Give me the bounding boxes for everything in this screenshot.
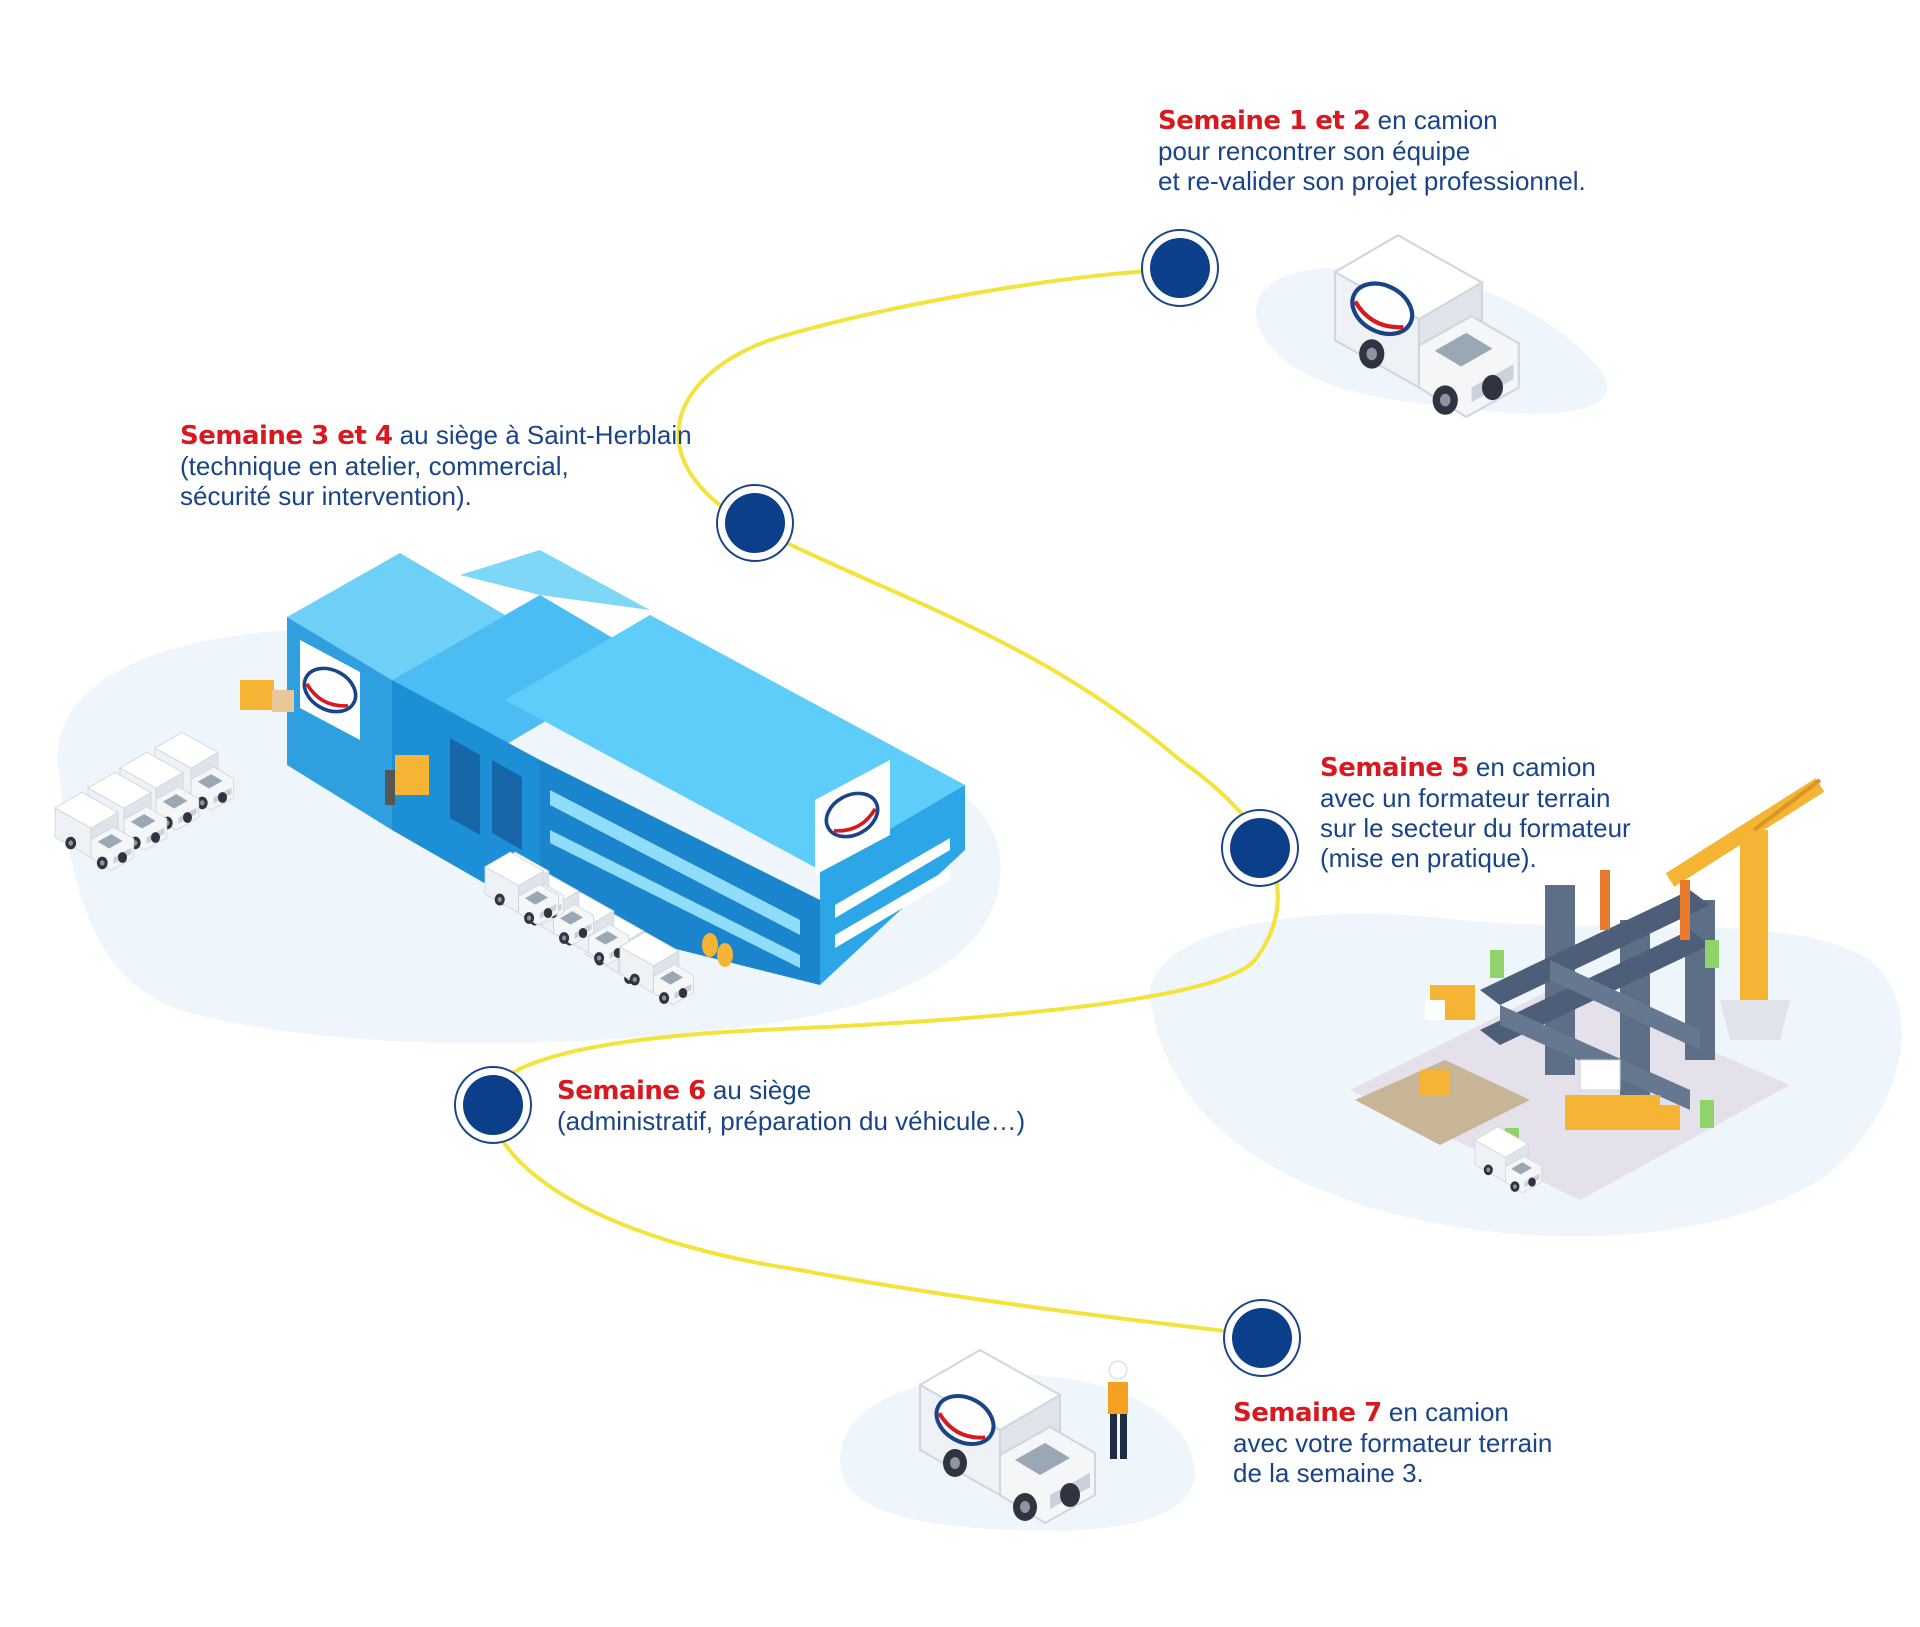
step-detail-line: avec un formateur terrain bbox=[1320, 783, 1611, 813]
step-marker-week-5 bbox=[1221, 809, 1299, 887]
step-title: Semaine 6 bbox=[557, 1076, 706, 1106]
step-subtitle: en camion bbox=[1381, 1397, 1509, 1427]
step-marker-week-6 bbox=[454, 1066, 532, 1144]
step-detail-line: (administratif, préparation du véhicule…… bbox=[557, 1106, 1026, 1136]
step-detail-line: et re-valider son projet professionnel. bbox=[1158, 166, 1586, 196]
step-detail-line: de la semaine 3. bbox=[1233, 1458, 1424, 1488]
step-title: Semaine 5 bbox=[1320, 753, 1469, 783]
truck-fleet-front bbox=[484, 851, 733, 1006]
step-marker-week-3-4 bbox=[716, 484, 794, 562]
step-detail-line: (technique en atelier, commercial, bbox=[180, 451, 569, 481]
forklift-icon bbox=[240, 680, 429, 805]
step-marker-week-1-2 bbox=[1141, 229, 1219, 307]
step-subtitle: en camion bbox=[1370, 105, 1498, 135]
step-label-week-5: Semaine 5 en camion avec un formateur te… bbox=[1320, 752, 1631, 873]
step-subtitle: au siège bbox=[705, 1075, 812, 1105]
step-detail-line: sur le secteur du formateur bbox=[1320, 813, 1631, 843]
step-marker-week-7 bbox=[1223, 1299, 1301, 1377]
step-title: Semaine 7 bbox=[1233, 1398, 1382, 1428]
route-line bbox=[487, 268, 1280, 1337]
step-detail-line: avec votre formateur terrain bbox=[1233, 1428, 1553, 1458]
step-detail-line: (mise en pratique). bbox=[1320, 843, 1537, 873]
step-detail-line: pour rencontrer son équipe bbox=[1158, 136, 1471, 166]
step-title: Semaine 1 et 2 bbox=[1158, 106, 1371, 136]
step-detail-line: sécurité sur intervention). bbox=[180, 481, 472, 511]
step-subtitle: en camion bbox=[1468, 752, 1596, 782]
step-label-week-3-4: Semaine 3 et 4 au siège à Saint-Herblain… bbox=[180, 420, 692, 511]
step-title: Semaine 3 et 4 bbox=[180, 421, 393, 451]
construction-site bbox=[1350, 778, 1825, 1200]
step-label-week-1-2: Semaine 1 et 2 en camion pour rencontrer… bbox=[1158, 105, 1586, 196]
field-trainer-figure bbox=[1108, 1360, 1128, 1459]
step-subtitle: au siège à Saint-Herblain bbox=[392, 420, 692, 450]
step-label-week-7: Semaine 7 en camion avec votre formateur… bbox=[1233, 1397, 1552, 1488]
step-label-week-6: Semaine 6 au siège (administratif, prépa… bbox=[557, 1075, 1025, 1136]
